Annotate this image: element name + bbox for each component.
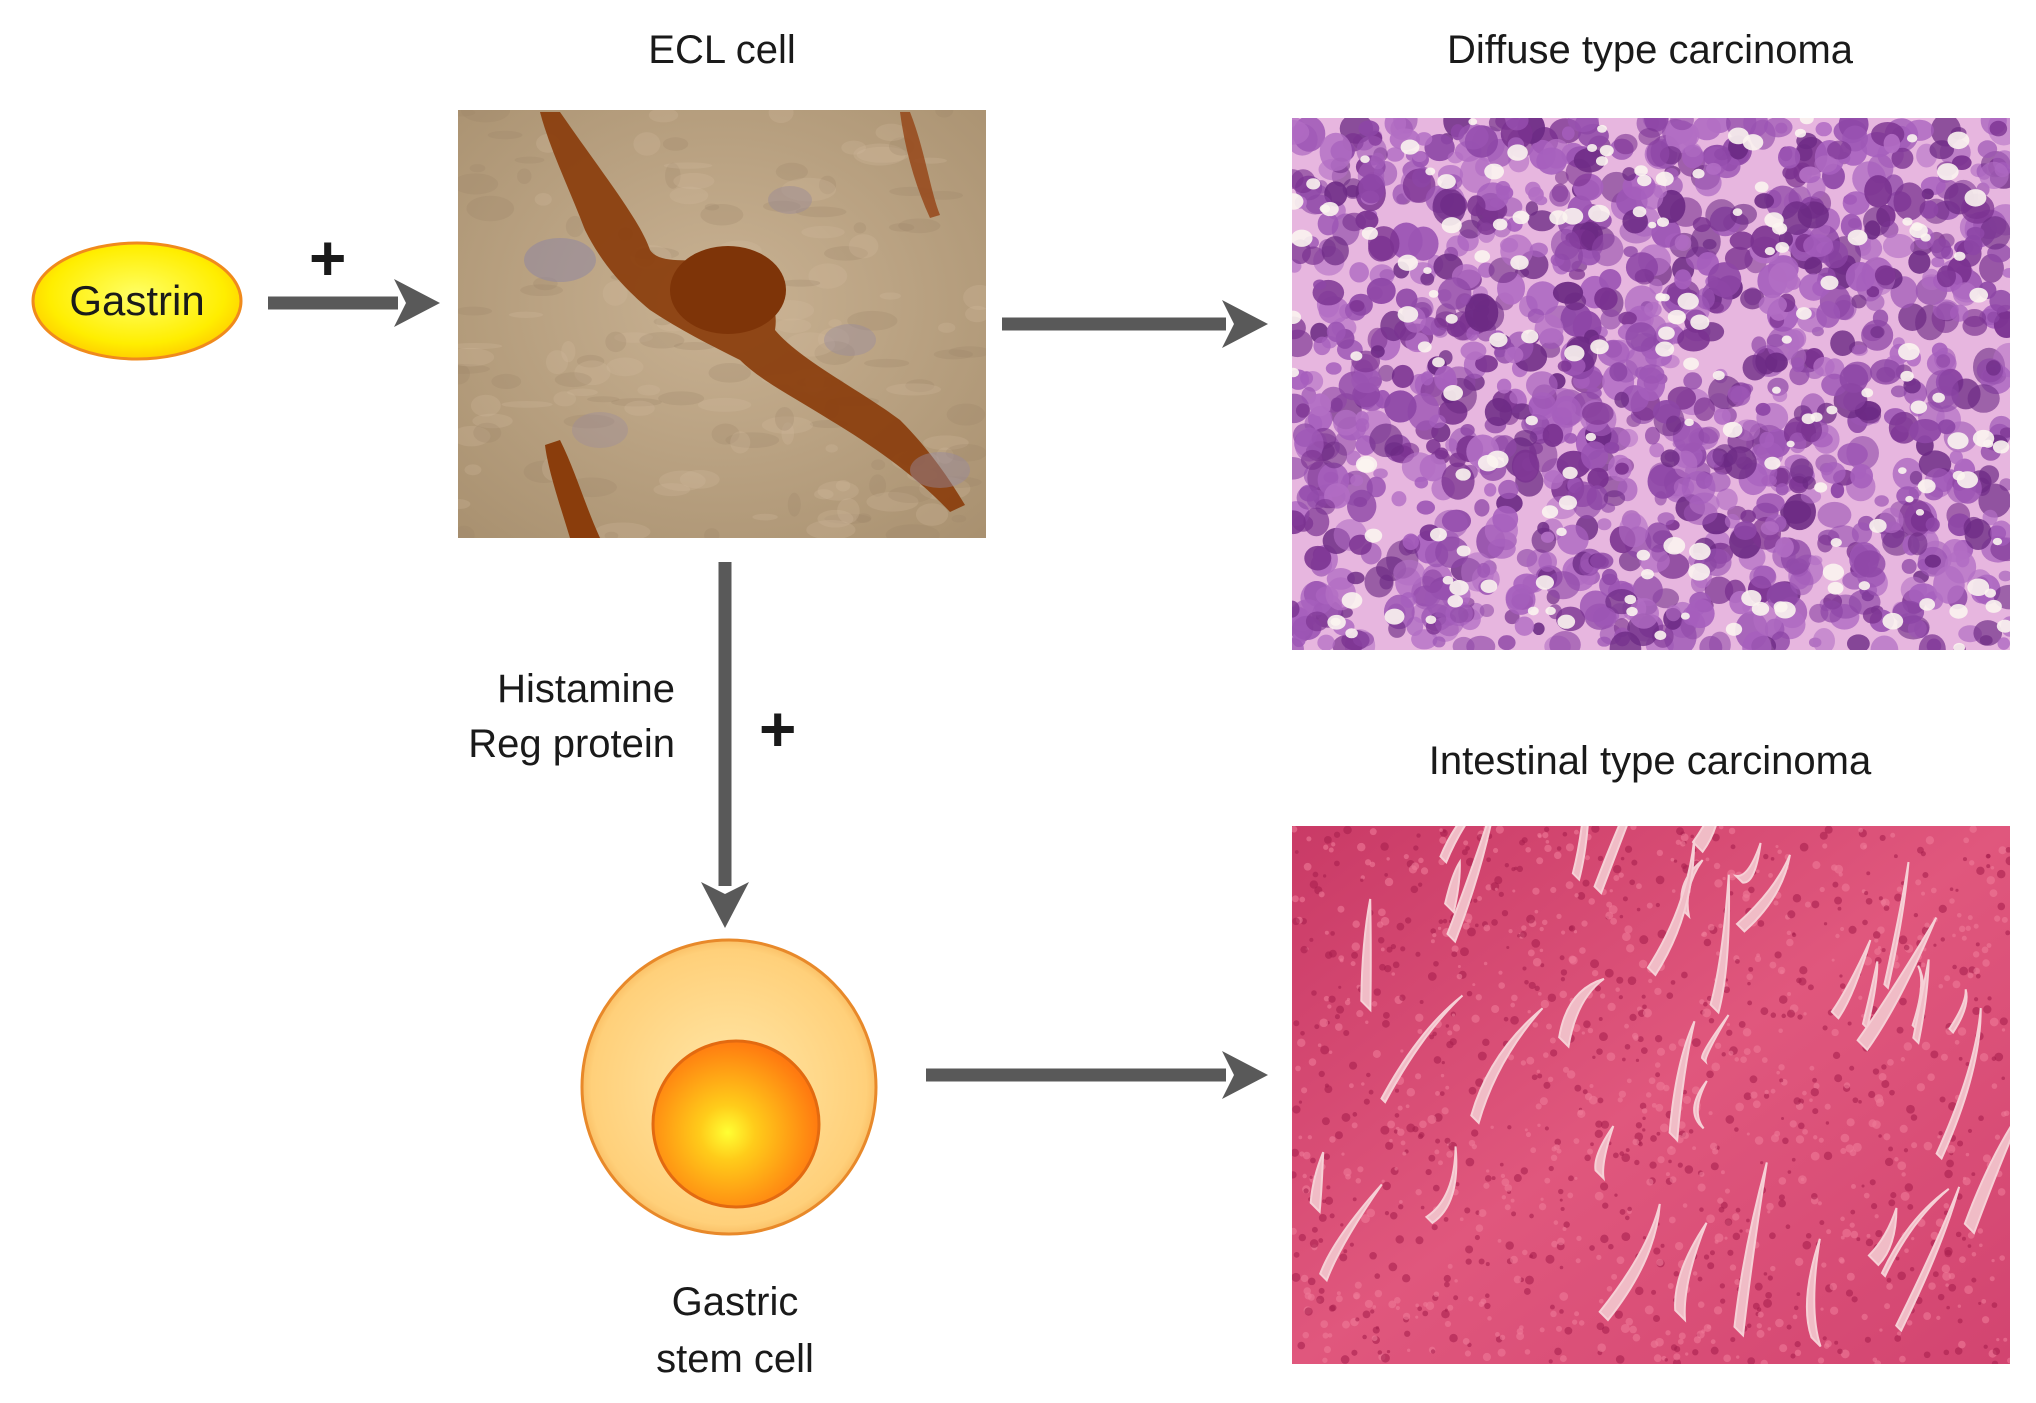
gastric-stem-cell-label-line2: stem cell [656, 1337, 814, 1381]
gastric-stem-cell-label-line1: Gastric [671, 1280, 799, 1324]
gastrin-node [31, 241, 243, 361]
ecl-cell-micrograph [458, 110, 986, 538]
diffuse-carcinoma-title: Diffuse type carcinoma [1446, 28, 1854, 72]
arrow-ecl-to-diffuse [1002, 300, 1268, 348]
reg-protein-label: Reg protein [468, 722, 675, 766]
intestinal-carcinoma-micrograph [1292, 826, 2010, 1364]
arrow-gastrin-to-ecl [268, 279, 440, 327]
gastrin-label: Gastrin [69, 277, 205, 324]
diffuse-carcinoma-micrograph [1292, 118, 2010, 650]
gastric-stem-cell-illustration [580, 938, 878, 1236]
histamine-label: Histamine [497, 667, 675, 711]
arrow-stem-cell-to-intestinal [926, 1051, 1268, 1099]
ecl-cell-title: ECL cell [648, 28, 796, 72]
arrow-ecl-to-stem-cell [701, 562, 749, 928]
gastrin-ecl-plus-sign: + [309, 222, 347, 294]
ecl-stem-plus-sign: + [759, 693, 797, 765]
intestinal-carcinoma-title: Intestinal type carcinoma [1428, 739, 1872, 783]
